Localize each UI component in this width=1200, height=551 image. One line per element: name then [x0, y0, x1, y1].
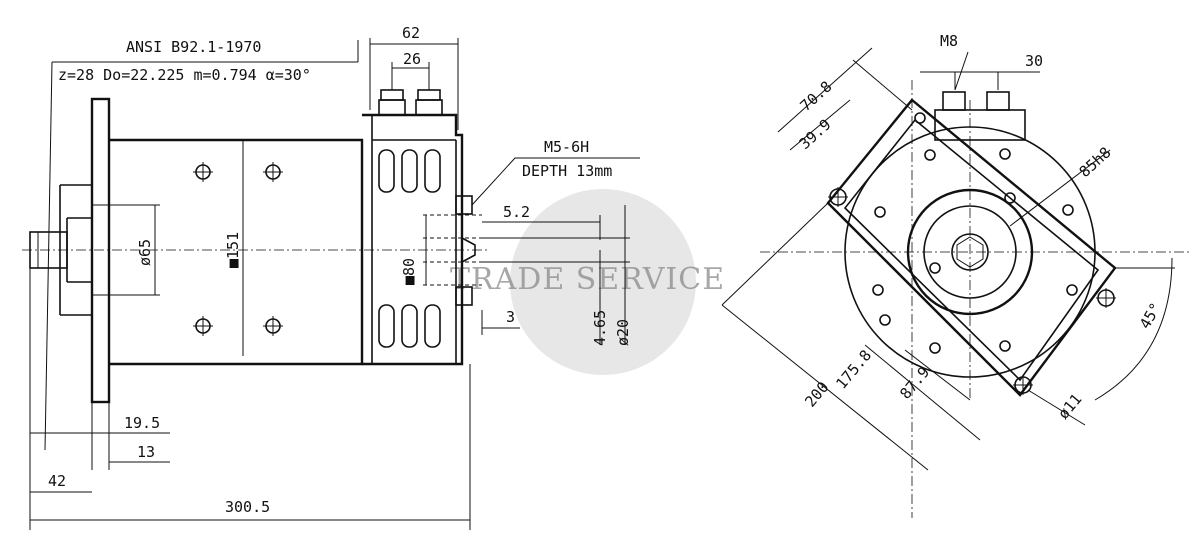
dim-175-8-line [864, 344, 981, 441]
dim-42-line [29, 268, 92, 530]
end-terminal-block [934, 109, 1026, 141]
dim-200-label: 200 [801, 378, 832, 410]
spline-spec-label: z=28 Do=22.225 m=0.794 α=30° [58, 66, 311, 84]
end-bolt-holes [872, 112, 1078, 354]
dim-3-label: 3 [506, 308, 515, 326]
dim-151-label: ■151 [224, 232, 242, 268]
mounting-flange [90, 97, 111, 404]
vent-slots-bottom [378, 304, 441, 348]
side-view: ANSI B92.1-1970 z=28 Do=22.225 m=0.794 α… [22, 24, 640, 530]
end-terminal-2 [986, 91, 1010, 111]
dim-13-label: 13 [137, 443, 155, 461]
dim-300-5-label: 300.5 [225, 498, 270, 516]
dim-85h8-leader [1009, 149, 1111, 227]
dim-80-label: ■80 [400, 258, 418, 285]
vent-slots-top [378, 149, 441, 193]
terminal-stud-2 [415, 84, 443, 116]
m8-leader [954, 51, 969, 91]
dim-45-label: 45° [1136, 300, 1165, 332]
dim-62-label: 62 [402, 24, 420, 42]
dim-5-2-line [482, 215, 601, 240]
dim-200-line [721, 202, 929, 471]
dim-shaft-lines [482, 205, 630, 345]
watermark-text: TRADE SERVICE [450, 262, 725, 297]
dim-30-label: 30 [1025, 52, 1043, 70]
dim-3-line [481, 310, 520, 335]
dim-87-9-line [904, 349, 971, 401]
spline-standard-label: ANSI B92.1-1970 [126, 38, 261, 56]
dim-70-8-label: 70.8 [797, 77, 836, 115]
dim-d65-line [92, 204, 160, 296]
mounting-hole-icons [828, 187, 1116, 395]
dim-5-2-label: 5.2 [503, 203, 530, 221]
thread-leader [471, 157, 640, 206]
dim-d65-label: ø65 [136, 239, 154, 266]
dim-d11-label: ø11 [1054, 390, 1085, 422]
dim-m8-label: M8 [940, 32, 958, 50]
dim-26-label: 26 [403, 50, 421, 68]
end-terminal-1 [942, 91, 966, 111]
dim-39-9-label: 39.9 [796, 115, 835, 153]
dim-19-5-line [30, 402, 170, 470]
thread-label: M5-6H [544, 138, 589, 156]
motor-body [109, 138, 364, 366]
watermark: TRADE SERVICE [450, 189, 725, 375]
dim-39-9-line [789, 99, 851, 151]
end-view: 30 M8 70.8 39.9 85h8 45° 200 175.8 87.9 … [721, 32, 1190, 518]
dim-30-line [920, 71, 1040, 90]
terminal-housing [362, 113, 464, 366]
dim-42-label: 42 [48, 472, 66, 490]
dim-300-5-line [30, 364, 471, 530]
end-flange [826, 98, 1117, 397]
dim-45-arc [1094, 257, 1175, 401]
dim-19-5-label: 19.5 [124, 414, 160, 432]
dim-175-8-label: 175.8 [832, 346, 875, 392]
dim-85h8-label: 85h8 [1076, 143, 1115, 181]
thread-depth-label: DEPTH 13mm [522, 162, 612, 180]
terminal-stud-1 [378, 84, 406, 116]
dim-26-line [391, 62, 430, 88]
dim-70-8-line [777, 47, 913, 133]
dim-d11-leader [1027, 389, 1086, 426]
bolt-marks [193, 162, 283, 336]
dim-d20-label: ø20 [614, 319, 632, 346]
dim-4-65-label: 4.65 [591, 310, 609, 346]
dim-62-line [369, 38, 459, 130]
watermark-circle [510, 189, 696, 375]
